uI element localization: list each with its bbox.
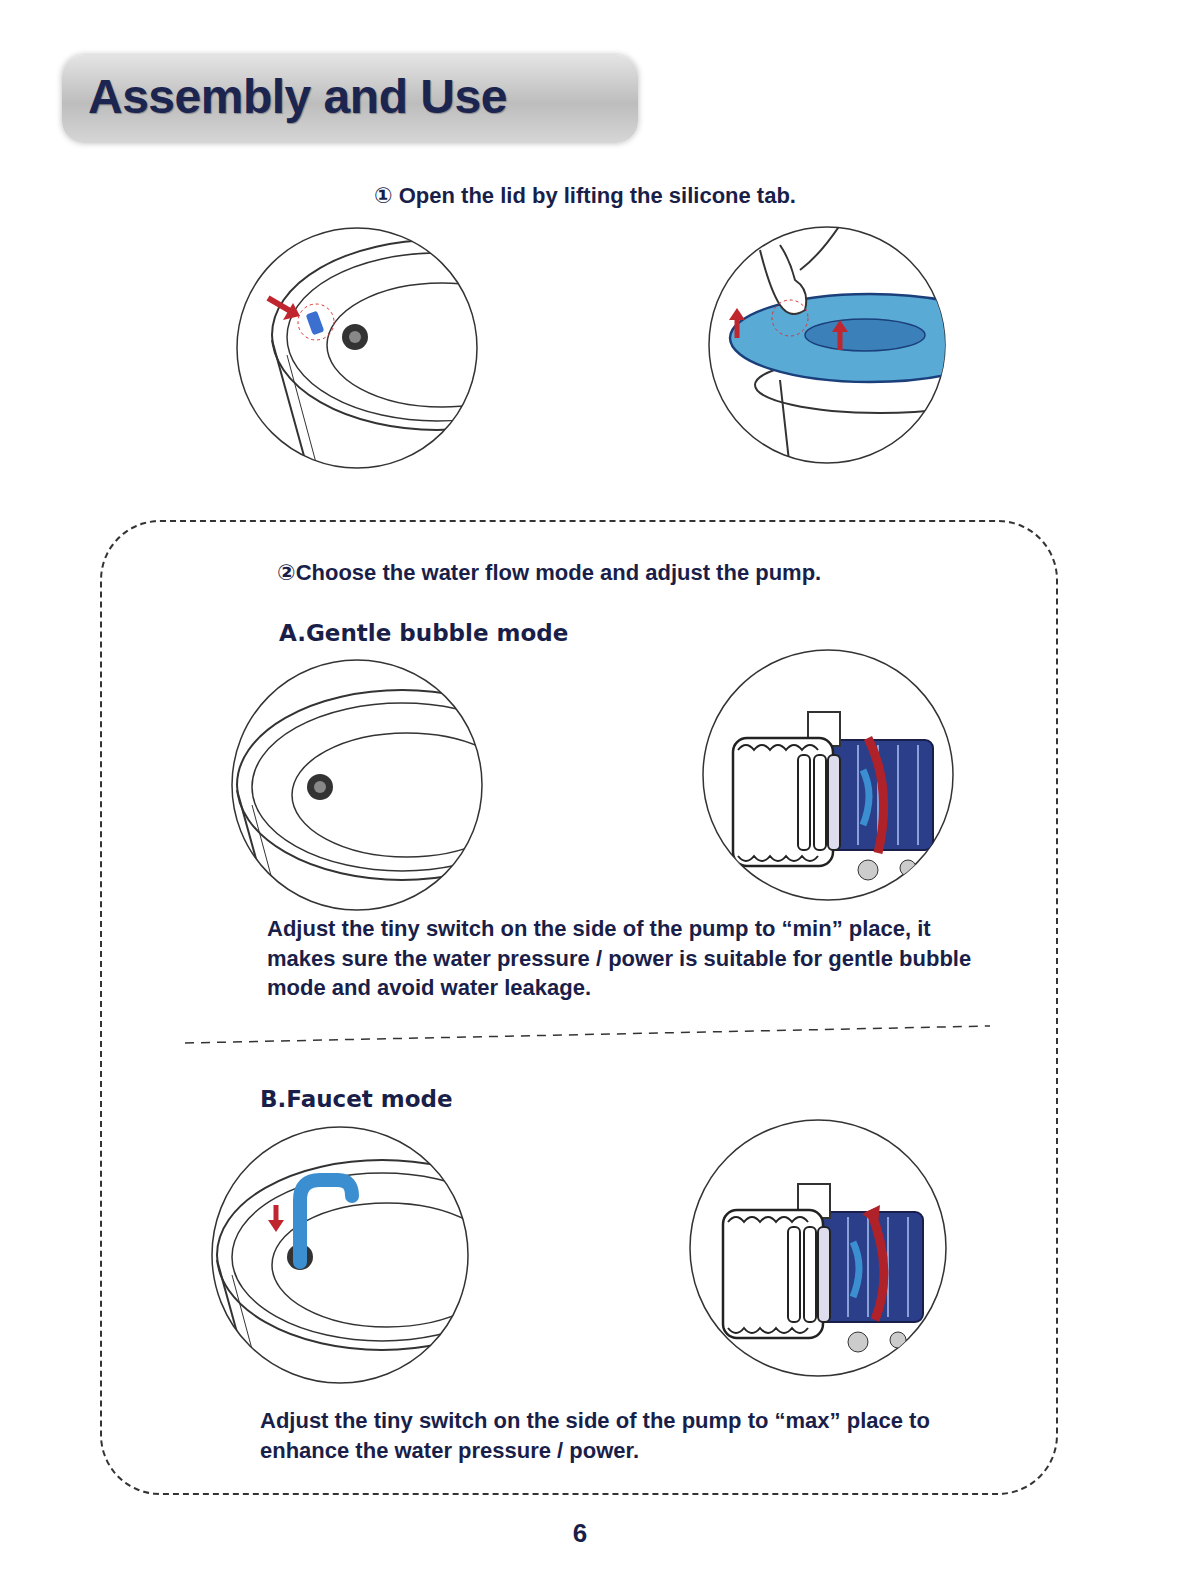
mode-heading: B.Faucet mode xyxy=(260,1084,760,1115)
step-heading: ②Choose the water flow mode and adjust t… xyxy=(277,558,997,588)
title-band: Assembly and Use xyxy=(62,55,638,143)
dashed-panel: ②Choose the water flow mode and adjust t… xyxy=(100,520,1058,1495)
title: Assembly and Use xyxy=(88,69,507,124)
mode-heading: A.Gentle bubble mode xyxy=(279,618,779,649)
step-heading: ① Open the lid by lifting the silicone t… xyxy=(0,183,1170,209)
page-number: 6 xyxy=(560,1518,600,1549)
instruction-text: Adjust the tiny switch on the side of th… xyxy=(260,1406,980,1465)
instruction-text: Adjust the tiny switch on the side of th… xyxy=(267,914,1002,1003)
